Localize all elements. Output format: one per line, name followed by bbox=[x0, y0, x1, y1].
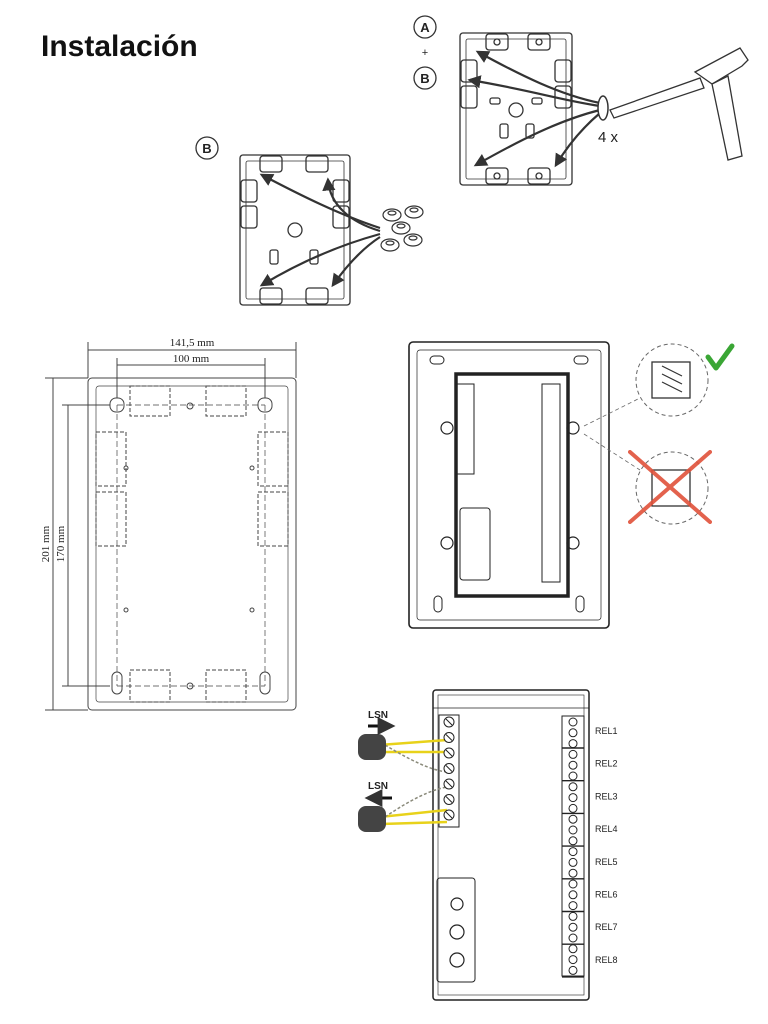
relay-terminal-screw bbox=[568, 739, 578, 749]
lsn-wires bbox=[379, 738, 448, 826]
lsn-screw-slot bbox=[445, 796, 453, 803]
step-a-badge: A bbox=[413, 15, 437, 39]
relay-terminal-screw bbox=[568, 890, 578, 900]
relay-terminal-screw bbox=[568, 782, 578, 792]
relay-terminal-screw bbox=[568, 933, 578, 943]
relay-terminal-screw bbox=[568, 728, 578, 738]
relay-terminal-screw bbox=[568, 965, 578, 975]
cable-in bbox=[358, 734, 386, 760]
dimension-drawing bbox=[45, 342, 297, 711]
relay-terminal-screw bbox=[568, 944, 578, 954]
relay-label: REL8 bbox=[595, 955, 618, 965]
chisel-icon bbox=[609, 77, 705, 119]
relay-terminal-screw bbox=[568, 814, 578, 824]
relay-terminal-screw bbox=[568, 836, 578, 846]
lsn-out-label: LSN bbox=[368, 781, 388, 792]
step-b-badge: B bbox=[413, 66, 437, 90]
svg-text:A: A bbox=[420, 20, 430, 35]
plus-sign: + bbox=[422, 47, 428, 59]
relay-label: REL5 bbox=[595, 857, 618, 867]
relay-terminal-screw bbox=[568, 901, 578, 911]
cable-glands-icon bbox=[380, 205, 424, 252]
knockout-count: 4 x bbox=[598, 129, 619, 146]
arrows-top-right bbox=[467, 50, 601, 168]
relay-terminal-screw bbox=[568, 847, 578, 857]
mounted-module bbox=[408, 341, 610, 629]
cross-icon bbox=[628, 450, 712, 524]
relay-terminal-screw bbox=[568, 793, 578, 803]
dim-height-outer: 201 mm bbox=[40, 525, 52, 562]
relay-screws bbox=[568, 717, 578, 975]
page-title: Instalación bbox=[41, 30, 198, 63]
relay-terminal-screw bbox=[568, 911, 578, 921]
relay-terminal-screw bbox=[568, 749, 578, 759]
dim-width-inner: 100 mm bbox=[173, 353, 210, 365]
relay-terminal-screw bbox=[568, 825, 578, 835]
arrows-middle-left bbox=[259, 173, 381, 288]
relay-terminal-screw bbox=[568, 760, 578, 770]
hammer-icon bbox=[693, 47, 749, 161]
relay-terminal-screw bbox=[568, 922, 578, 932]
lsn-screws bbox=[443, 716, 455, 821]
dim-height-inner: 170 mm bbox=[55, 525, 67, 562]
box-top-right bbox=[459, 32, 573, 186]
svg-text:B: B bbox=[420, 71, 429, 86]
relay-label: REL4 bbox=[595, 824, 618, 834]
lsn-in-label: LSN bbox=[368, 710, 388, 721]
relay-terminal-screw bbox=[568, 771, 578, 781]
relay-label: REL1 bbox=[595, 726, 618, 736]
check-icon bbox=[705, 343, 735, 371]
relay-terminal-screw bbox=[568, 879, 578, 889]
relay-label: REL6 bbox=[595, 890, 618, 900]
relay-label: REL7 bbox=[595, 922, 618, 932]
relay-terminal-screw bbox=[568, 803, 578, 813]
correct-screw-detail bbox=[583, 343, 709, 427]
lsn-screw-slot bbox=[445, 811, 453, 819]
lsn-screw-slot bbox=[445, 734, 453, 741]
svg-text:B: B bbox=[202, 141, 211, 156]
relay-label: REL2 bbox=[595, 759, 618, 769]
dim-width-outer: 141,5 mm bbox=[170, 337, 215, 349]
step-b2-badge: B bbox=[195, 136, 219, 160]
cable-out bbox=[358, 806, 386, 832]
relay-terminal-screw bbox=[568, 857, 578, 867]
relay-terminal-screw bbox=[568, 717, 578, 727]
relay-terminal-screw bbox=[568, 868, 578, 878]
knockout-icon bbox=[597, 95, 609, 121]
lsn-screw-slot bbox=[445, 749, 453, 757]
lsn-screw-slot bbox=[445, 780, 453, 788]
lsn-screw-slot bbox=[445, 765, 453, 772]
lsn-screw-slot bbox=[445, 718, 453, 726]
box-middle-left bbox=[239, 154, 351, 306]
relay-label: REL3 bbox=[595, 791, 618, 801]
relay-terminal-screw bbox=[568, 955, 578, 965]
